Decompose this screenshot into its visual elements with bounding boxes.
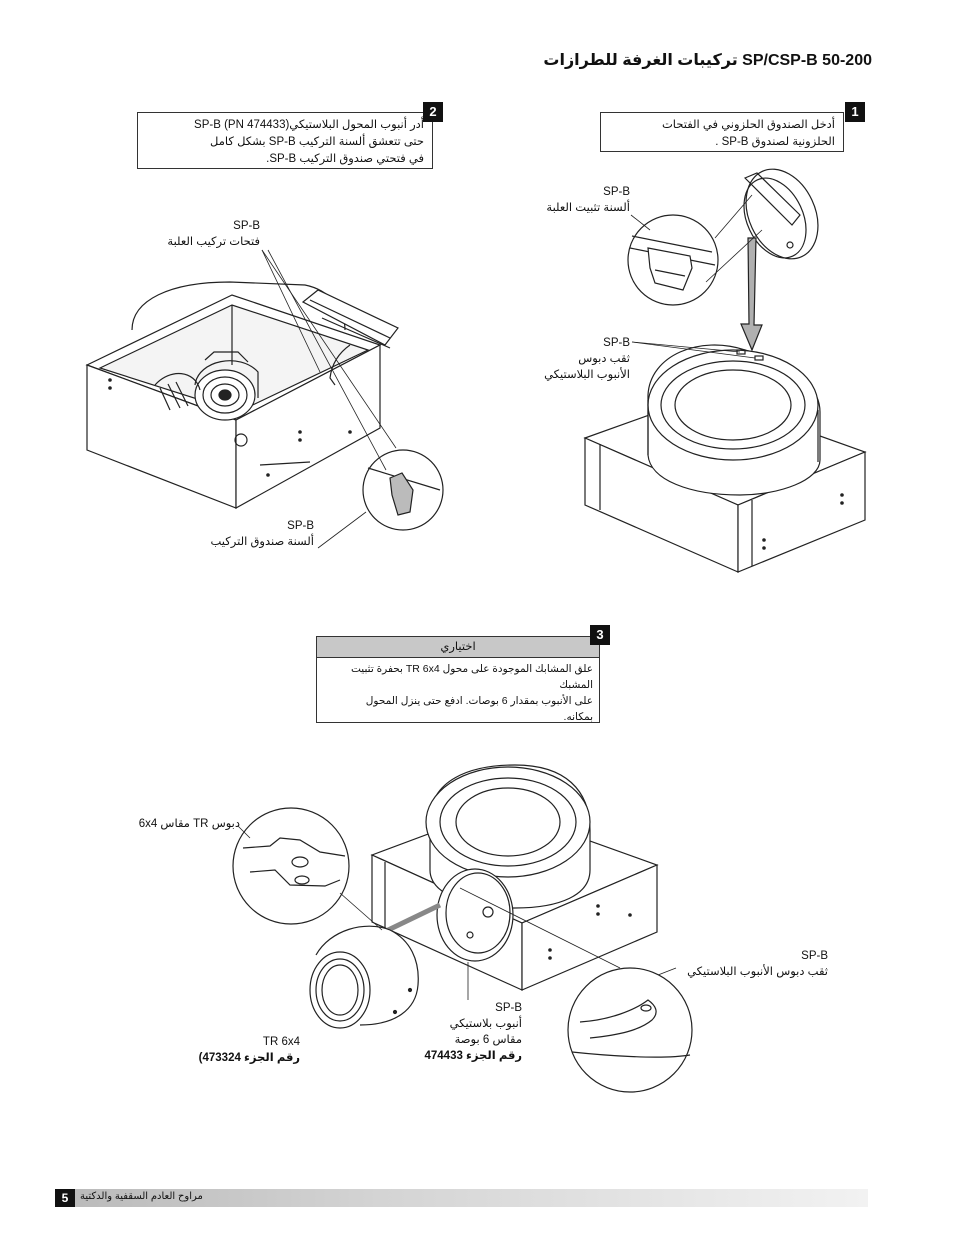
step-3-line-1: علق المشابك الموجودة على محول TR 6x4 بحف… [351, 663, 593, 691]
callout-tr-pin-text: دبوس TR مقاس 6x4 [138, 818, 240, 830]
step-3-line-2: على الأنبوب بمقدار 6 بوصات. ادفع حتى ينز… [365, 695, 593, 707]
figure-1-illustration [583, 168, 867, 573]
step-3-line-3: بمكانه. [563, 711, 593, 723]
page-title: SP/CSP-B 50-200 تركيبات الغرفة للطرازات [543, 52, 872, 69]
page-number: 5 [55, 1189, 75, 1207]
step-1-badge: 1 [845, 102, 865, 122]
step-1-box: أدخل الصندوق الحلزوني في الفتحات الحلزون… [600, 112, 844, 152]
callout-plastic-duct-text: أنبوب بلاستيكي [449, 1018, 522, 1030]
callout-tr-adapter-code: TR 6x4 [262, 1036, 300, 1048]
callout-tr-pin: دبوس TR مقاس 6x4 [120, 816, 240, 832]
callout-plastic-duct: SP-B أنبوب بلاستيكي مقاس 6 بوصة رقم الجز… [410, 1000, 522, 1064]
callout-box-slots: SP-B فتحات تركيب العلبة [150, 218, 260, 250]
step-2-line-2: حتى تتعشق ألسنة التركيب SP-B بشكل كامل [210, 136, 424, 148]
step-3-badge: 3 [590, 625, 610, 645]
callout-box-slots-text: فتحات تركيب العلبة [167, 236, 260, 248]
callout-mounting-tabs-text: ألسنة صندوق التركيب [210, 536, 314, 548]
callout-pin-hole-1-text2: الأنبوب البلاستيكي [544, 369, 630, 381]
footer-bar [55, 1189, 868, 1207]
step-1-line-2: الحلزونية لصندوق SP-B . [715, 136, 835, 148]
callout-pin-hole-1-code: SP-B [603, 337, 630, 349]
callout-pin-hole-1: SP-B ثقب دبوس الأنبوب البلاستيكي [520, 335, 630, 383]
callout-tabs-box: SP-B ألسنة تثبيت العلبة [520, 184, 630, 216]
footer-text: مراوح العادم السقفية والدكتية [80, 1191, 203, 1202]
callout-tr-adapter-part: رقم الجزء 473324) [198, 1052, 300, 1064]
callout-box-slots-code: SP-B [233, 220, 260, 232]
callout-plastic-duct-part: رقم الجزء 474433 [424, 1050, 522, 1062]
step-3-header: اختياري [317, 637, 599, 658]
callout-pin-hole-1-text: ثقب دبوس [578, 353, 630, 365]
step-2-line-1: أدر أنبوب المحول البلاستيكي(PN 474433) S… [194, 119, 424, 131]
callout-plastic-duct-text2: مقاس 6 بوصة [454, 1034, 522, 1046]
callout-plastic-duct-code: SP-B [495, 1002, 522, 1014]
callout-tabs-box-code: SP-B [603, 186, 630, 198]
callout-tabs-box-text: ألسنة تثبيت العلبة [546, 202, 630, 214]
callout-pin-hole-2-text: ثقب دبوس الأنبوب البلاستيكي [687, 966, 828, 978]
step-1-line-1: أدخل الصندوق الحلزوني في الفتحات [661, 119, 835, 131]
step-2-badge: 2 [423, 102, 443, 122]
callout-tr-adapter: TR 6x4 رقم الجزء 473324) [180, 1034, 300, 1066]
step-3-box: اختياري علق المشابك الموجودة على محول TR… [316, 636, 600, 723]
callout-pin-hole-2-code: SP-B [801, 950, 828, 962]
callout-pin-hole-2: SP-B ثقب دبوس الأنبوب البلاستيكي [670, 948, 828, 980]
callout-mounting-tabs-code: SP-B [287, 520, 314, 532]
callout-mounting-tabs: SP-B ألسنة صندوق التركيب [200, 518, 314, 550]
figure-3-illustration [232, 764, 693, 1093]
step-2-box: أدر أنبوب المحول البلاستيكي(PN 474433) S… [137, 112, 433, 169]
figure-2-illustration [85, 249, 444, 549]
step-2-line-3: في فتحتي صندوق التركيب SP-B. [266, 153, 424, 165]
